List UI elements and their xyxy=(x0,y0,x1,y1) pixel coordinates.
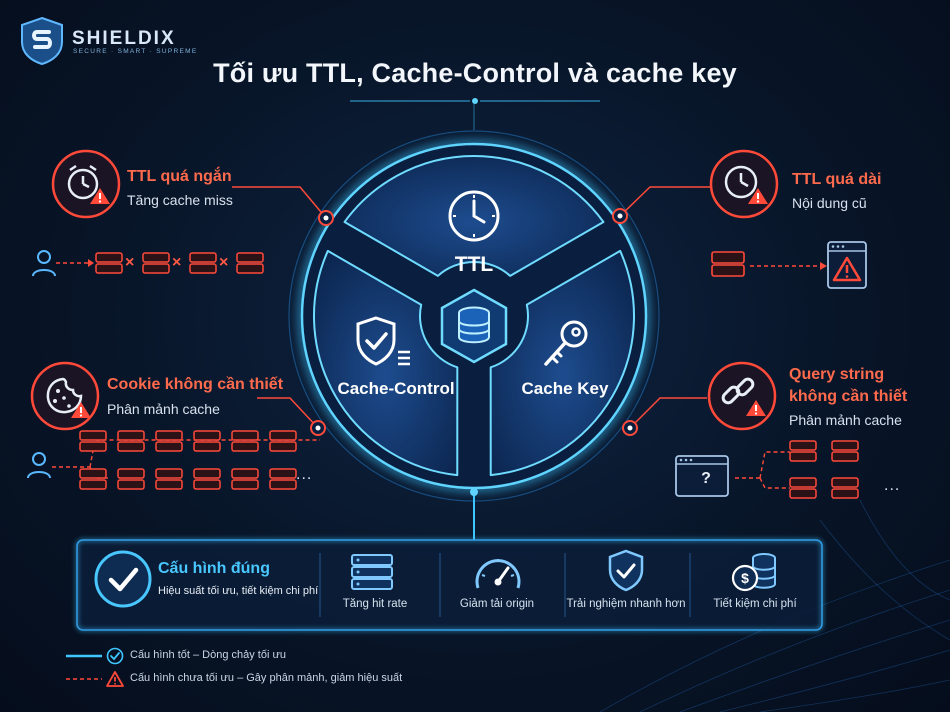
check-circle-icon xyxy=(94,550,152,608)
server-icon xyxy=(831,477,859,499)
server-stack-icon xyxy=(351,554,393,590)
banner-lead-title: Cấu hình đúng xyxy=(158,560,270,577)
legend-warning-icon xyxy=(106,671,124,687)
server-icon xyxy=(269,468,297,490)
server-icon xyxy=(236,252,264,274)
coins-icon: $ xyxy=(731,553,776,592)
server-icon xyxy=(231,430,259,452)
wheel-segment-cache-control xyxy=(313,249,459,477)
banner-lead-desc: Hiệu suất tối ưu, tiết kiệm chi phí xyxy=(158,585,319,597)
issue-subtitle-query: Phân mảnh cache xyxy=(789,412,902,428)
issue-subtitle-ttl-long: Nội dung cũ xyxy=(792,195,867,211)
database-icon xyxy=(440,288,508,364)
flow-arrowheads xyxy=(88,259,827,270)
issue-subtitle-ttl-short: Tăng cache miss xyxy=(127,192,233,208)
server-icon xyxy=(95,252,123,274)
cache-miss-mark-2: × xyxy=(172,254,182,271)
shield-check-icon xyxy=(356,316,410,366)
server-icon xyxy=(193,468,221,490)
brand-tagline: SECURE · SMART · SUPREME xyxy=(73,48,198,55)
user-icon xyxy=(27,452,51,479)
issue-title-query-line2: không cần thiết xyxy=(789,388,908,405)
legend-good-text: Cấu hình tốt – Dòng chảy tối ưu xyxy=(130,649,286,661)
user-icon xyxy=(32,250,56,277)
cache-miss-mark-3: × xyxy=(219,254,229,271)
shield-check-icon xyxy=(608,549,644,592)
gauge-icon xyxy=(475,559,521,589)
server-icon xyxy=(831,440,859,462)
segment-label-cache-key: Cache Key xyxy=(521,379,609,398)
ttl-short-flow xyxy=(32,250,264,277)
server-icon xyxy=(79,430,107,452)
query-flow xyxy=(675,440,859,499)
server-icon xyxy=(789,477,817,499)
wheel-segment-cache-key xyxy=(489,249,635,477)
issue-title-cookie: Cookie không cần thiết xyxy=(107,376,284,393)
connector-nodes xyxy=(310,208,638,436)
key-icon xyxy=(544,320,588,366)
banner-item-cost: Tiết kiệm chi phí xyxy=(713,598,797,610)
server-icon xyxy=(155,430,183,452)
banner-item-hit-rate: Tăng hit rate xyxy=(342,598,408,610)
broken-link-warning-icon xyxy=(707,361,777,431)
server-icon xyxy=(269,430,297,452)
ttl-long-flow xyxy=(711,241,867,289)
server-icon xyxy=(79,468,107,490)
cookie-warning-icon xyxy=(30,361,100,431)
issue-title-ttl-long: TTL quá dài xyxy=(792,171,882,188)
svg-text:$: $ xyxy=(741,570,749,586)
server-stack-icon xyxy=(711,251,745,277)
server-icon xyxy=(189,252,217,274)
segment-label-cache-control: Cache-Control xyxy=(337,379,455,398)
page-title: Tối ưu TTL, Cache-Control và cache key xyxy=(213,58,737,88)
server-icon xyxy=(231,468,259,490)
server-icon xyxy=(142,252,170,274)
server-icon xyxy=(789,440,817,462)
shieldix-logo xyxy=(21,16,63,66)
legend-check-icon xyxy=(106,647,124,665)
server-icon xyxy=(193,430,221,452)
query-flow-ellipsis: ... xyxy=(884,477,901,494)
clock-warning-icon xyxy=(709,149,779,219)
legend-bad-text: Cấu hình chưa tối ưu – Gây phân mảnh, gi… xyxy=(130,672,403,684)
warning-connectors xyxy=(232,186,722,429)
browser-question-icon xyxy=(675,455,729,497)
brand-name: SHIELDIX xyxy=(72,28,176,49)
cache-miss-mark-1: × xyxy=(125,254,135,271)
banner-item-experience: Trải nghiệm nhanh hơn xyxy=(566,598,686,610)
issue-subtitle-cookie: Phân mảnh cache xyxy=(107,401,220,417)
server-icon xyxy=(155,468,183,490)
browser-warning-icon xyxy=(827,241,867,289)
query-question-mark: ? xyxy=(701,470,711,487)
issue-title-query-line1: Query string xyxy=(789,366,885,383)
server-icon xyxy=(117,468,145,490)
cookie-flow xyxy=(27,430,297,490)
banner-item-origin: Giảm tải origin xyxy=(459,598,535,610)
clock-icon xyxy=(448,190,500,242)
cookie-flow-ellipsis: ... xyxy=(296,466,313,483)
issue-title-ttl-short: TTL quá ngắn xyxy=(127,168,232,185)
server-icon xyxy=(117,430,145,452)
alarm-clock-warning-icon xyxy=(51,149,121,219)
segment-label-ttl: TTL xyxy=(454,253,494,276)
